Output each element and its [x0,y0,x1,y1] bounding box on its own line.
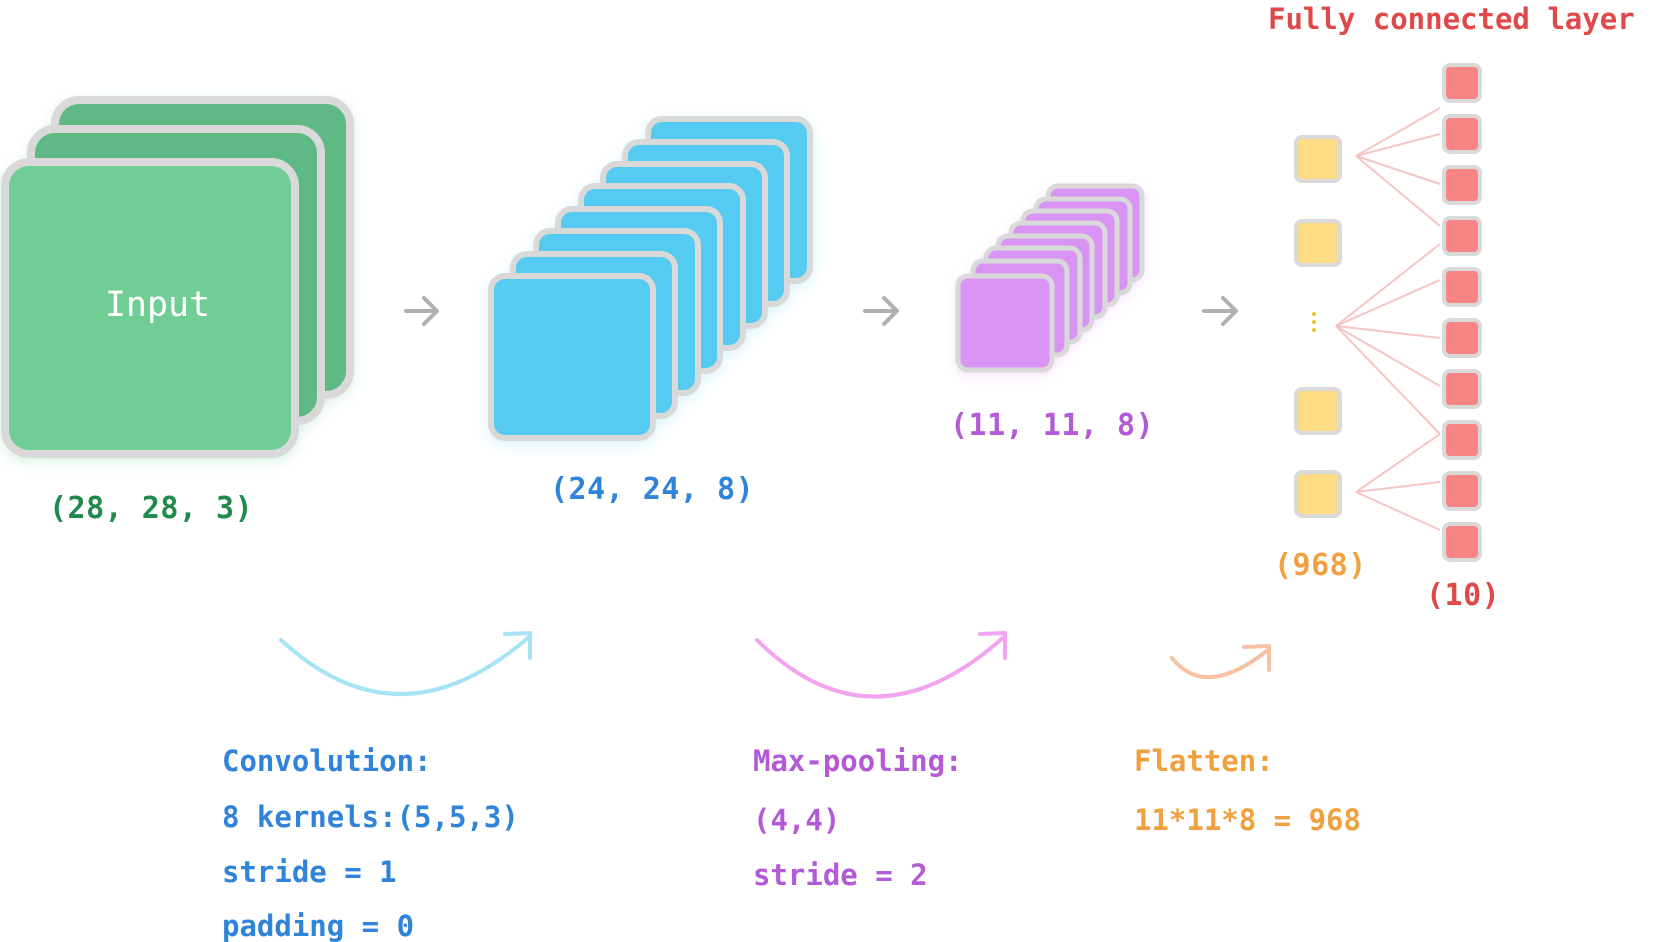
fc-edge [1355,133,1441,157]
fc-output-node [1442,114,1482,154]
fc-edge [1355,107,1441,157]
curved-arrow-icon [755,631,1007,699]
input-shape-label: (28, 28, 3) [49,491,254,526]
fc-edge [1335,243,1441,327]
fc-edge [1355,491,1441,531]
convolution-stride: stride = 1 [222,855,397,889]
pool-shape-label: (11, 11, 8) [950,408,1155,443]
fc-output-node [1442,318,1482,358]
fc-edge [1335,325,1441,435]
convolution-kernels: 8 kernels:(5,5,3) [222,800,519,834]
flatten-node [1294,387,1342,435]
flatten-heading: Flatten: [1134,744,1274,778]
fc-edge [1335,325,1441,339]
input-label: Input [104,285,211,325]
fc-output-node [1442,471,1482,511]
fc-edge [1355,155,1441,227]
flatten-nodes [1294,135,1342,518]
input-channel-1 [1,158,299,458]
stage-arrows [404,296,1238,326]
fully-connected-title: Fully connected layer [1268,2,1635,36]
curved-arrow-icon [1170,644,1271,680]
fc-output-node [1442,369,1482,409]
input-stack [1,96,354,458]
flatten-equation: 11*11*8 = 968 [1134,803,1361,837]
fc-edge [1335,325,1441,387]
flatten-shape-label: (968) [1274,548,1367,583]
conv-feature-map-stack [488,116,813,441]
fc-output-node [1442,267,1482,307]
fc-edge [1335,279,1441,327]
fc-output-node [1442,63,1482,103]
fc-output-node [1442,216,1482,256]
convolution-heading: Convolution: [222,744,432,778]
right-arrow-icon [863,296,899,326]
flatten-node [1294,135,1342,183]
fc-output-nodes [1442,63,1482,562]
pool-feature-map-stack [955,183,1145,373]
curved-arrow-icon [279,631,532,696]
fc-output-node [1442,522,1482,562]
flatten-node [1294,470,1342,518]
fc-edge [1355,155,1441,185]
conv-shape-label: (24, 24, 8) [550,472,755,507]
fc-connection-edges [1335,107,1441,531]
flatten-node [1294,219,1342,267]
transition-curves [279,631,1271,699]
fc-edge [1355,433,1441,493]
conv-feature-map-1 [488,273,656,441]
fc-edge [1355,481,1441,493]
fc-shape-label: (10) [1426,578,1501,613]
vertical-ellipsis-icon [1312,312,1320,336]
max-pooling-window: (4,4) [753,803,841,837]
fc-output-node [1442,165,1482,205]
fc-output-node [1442,420,1482,460]
pool-feature-map-1 [955,273,1055,373]
max-pooling-stride: stride = 2 [753,858,928,892]
right-arrow-icon [404,296,439,326]
max-pooling-heading: Max-pooling: [753,744,963,778]
convolution-padding: padding = 0 [222,909,415,942]
right-arrow-icon [1202,296,1238,326]
